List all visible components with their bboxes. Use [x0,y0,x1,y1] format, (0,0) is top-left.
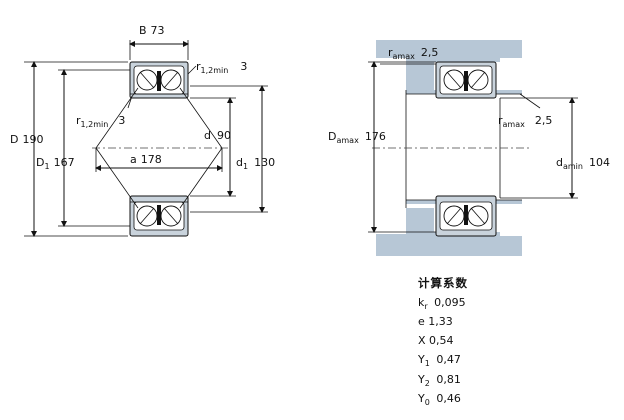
calc-row: X 0,54 [418,334,454,348]
bearing-section-left [24,40,268,237]
calculation-factors: 计算系数 kr 0,095 e 1,33 X 0,54 Y1 0,47 Y2 0… [418,274,468,410]
calc-row: Y1 0,47 [418,352,461,368]
calc-row: Y0 0,46 [418,392,461,408]
calc-row: Y2 0,81 [418,372,461,388]
dimension-lines-left [31,41,265,237]
dimension-lines-right [371,61,575,233]
calc-row: kr 0,095 [418,295,466,311]
bearing-mounting-right [368,40,578,256]
calc-row: e 1,33 [418,315,453,329]
calc-title: 计算系数 [418,276,468,290]
